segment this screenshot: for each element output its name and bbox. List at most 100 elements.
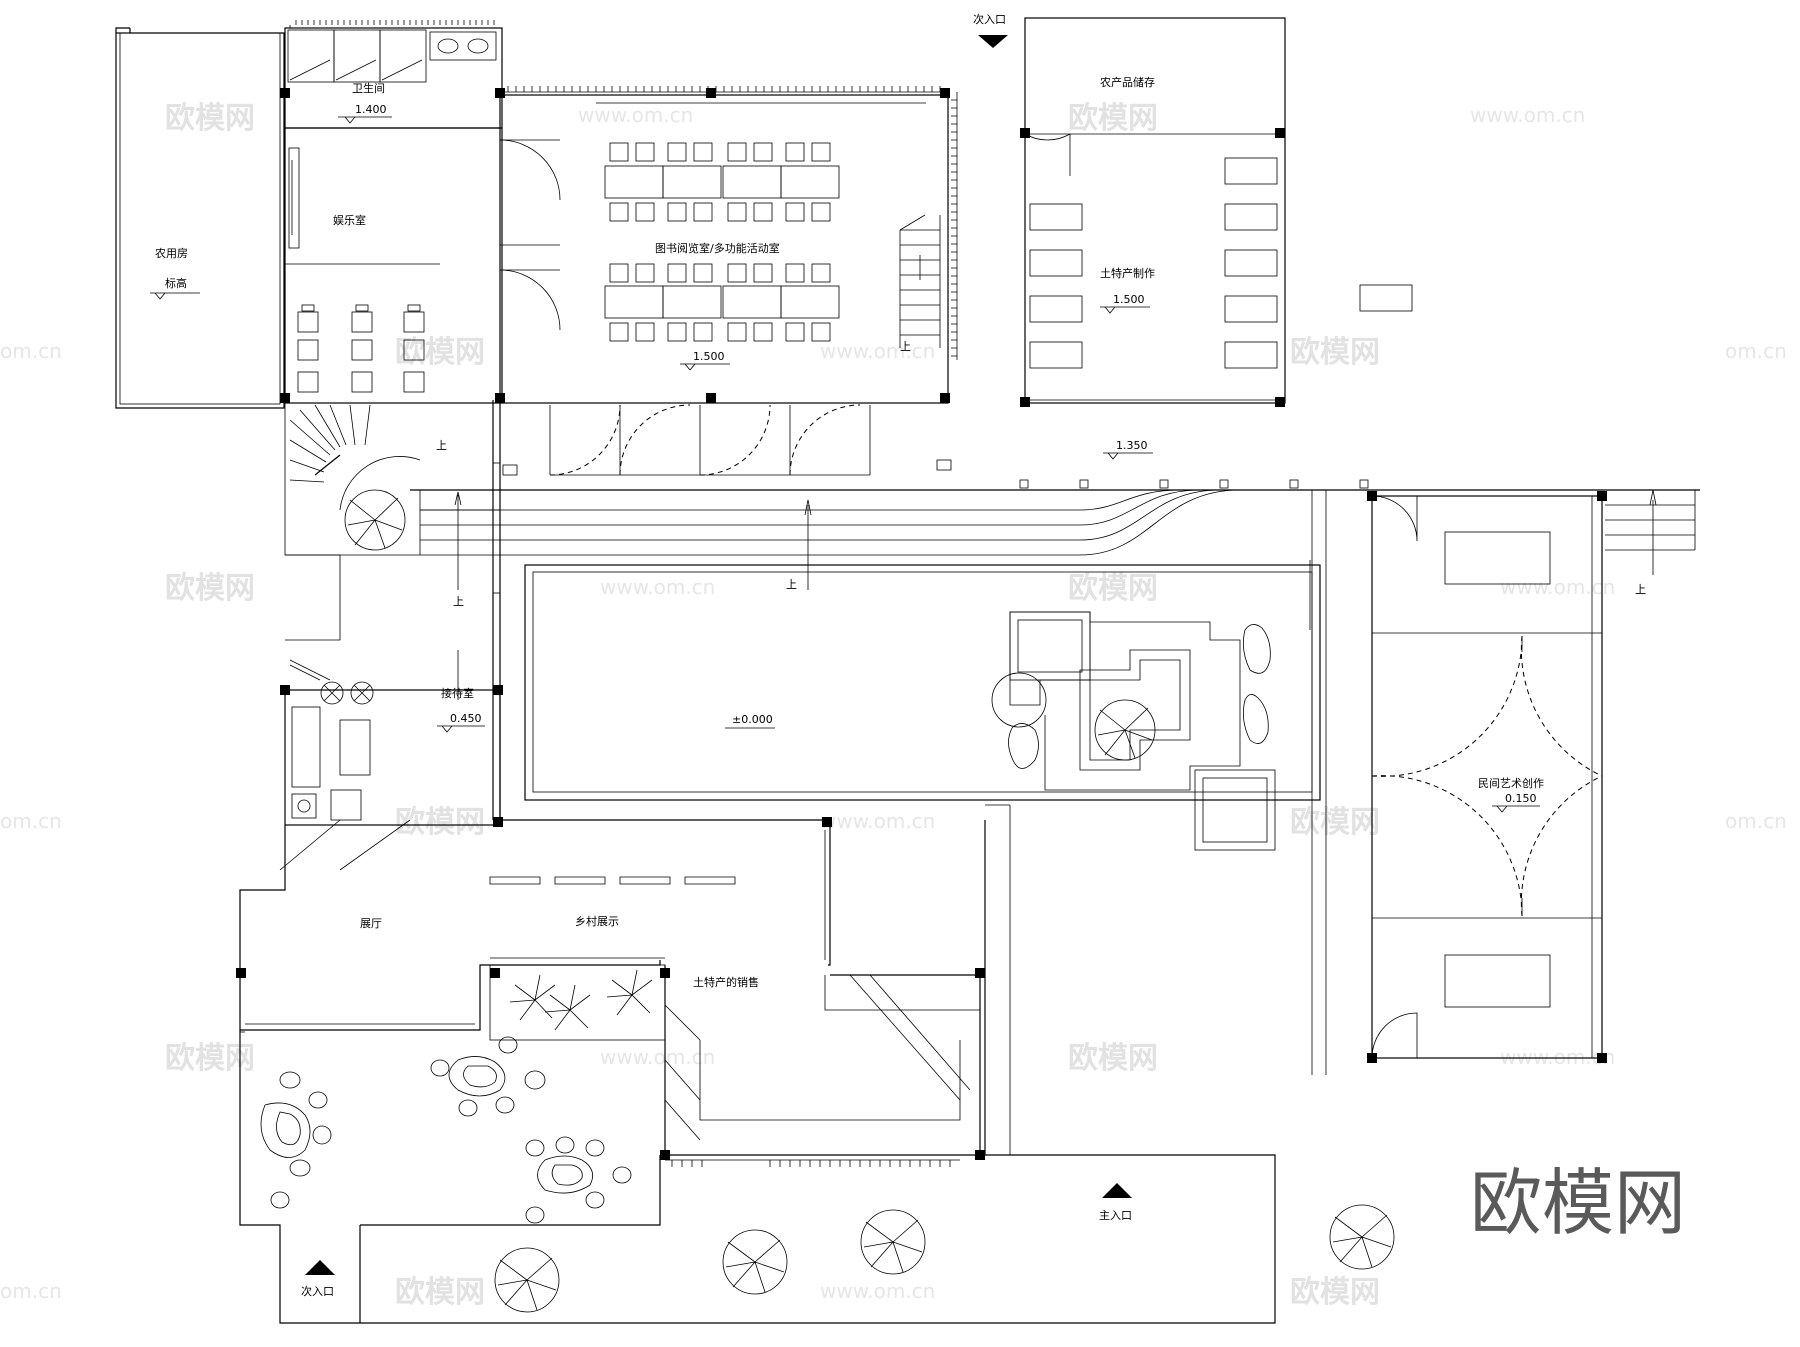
watermark-url: www.om.cn (578, 103, 693, 127)
entrance-label: 主入口 (1099, 1209, 1132, 1222)
tree-icon (722, 1229, 788, 1295)
stepping-stones (260, 1036, 632, 1224)
small-plant-icon (320, 681, 374, 705)
watermark-url: www.om.cn (600, 1045, 715, 1069)
level-value: 1.400 (355, 103, 387, 116)
garden-boundary (239, 804, 1276, 1324)
specialty-making-building (1024, 17, 1286, 404)
tree-icon (1329, 1204, 1395, 1270)
watermark-url: www.om.cn (820, 1279, 935, 1303)
level-triangle-icon (1103, 452, 1153, 460)
level-value: 0.450 (450, 712, 482, 725)
watermark-url-cut: om.cn (0, 809, 62, 833)
watermark-url-cut: om.cn (0, 339, 62, 363)
level-mark-library: 1.500 (680, 350, 730, 371)
level-value: 1.500 (693, 350, 725, 363)
room-label-produce-storage: 农产品储存 (1100, 75, 1155, 89)
room-label-specialty-sales: 土特产的销售 (693, 975, 759, 989)
stair-up-label: 上 (900, 340, 911, 353)
entertainment-room (284, 127, 503, 404)
watermark-url: www.om.cn (820, 339, 935, 363)
watermark-brand: 欧模网 (1068, 571, 1158, 606)
farm-room (115, 27, 285, 409)
entrance-label: 次入口 (973, 12, 1006, 26)
small-structure (1359, 284, 1413, 312)
wc-room (284, 20, 503, 129)
level-value: 1.350 (1116, 439, 1148, 452)
entrance-label: 次入口 (301, 1284, 334, 1298)
room-label-village-display: 乡村展示 (575, 914, 619, 928)
palm-icon (509, 969, 653, 1031)
level-triangle-icon (1492, 805, 1540, 813)
watermark-brand: 欧模网 (1290, 805, 1380, 840)
level-mark-specialty-making: 1.500 (1100, 293, 1150, 314)
level-triangle-icon (1100, 306, 1150, 314)
trees (320, 489, 1395, 1313)
level-mark-reception: 0.450 (437, 712, 485, 733)
watermark-layer: 欧模网 www.om.cn 欧模网 www.om.cn om.cn 欧模网 ww… (0, 101, 1787, 1310)
room-label-entertainment: 娱乐室 (333, 213, 366, 227)
watermark-url: www.om.cn (1500, 575, 1615, 599)
room-label-reception: 接待室 (441, 686, 474, 700)
library-tables-top (604, 142, 840, 222)
library-tables-bottom (604, 263, 840, 342)
watermark-brand: 欧模网 (395, 335, 485, 370)
level-triangle-icon (150, 292, 200, 300)
level-value: 0.150 (1505, 792, 1537, 805)
watermark-brand: 欧模网 (1068, 1041, 1158, 1076)
level-mark-walkway: 1.350 (1103, 439, 1153, 460)
stair-up-label: 上 (786, 578, 797, 591)
folk-art-building (1371, 495, 1603, 1059)
level-value: 1.500 (1113, 293, 1145, 306)
structural-columns (236, 88, 1607, 1160)
entrance-main: 主入口 (1099, 1183, 1132, 1222)
room-label-specialty-making: 土特产制作 (1100, 266, 1155, 280)
watermark-brand: 欧模网 (1290, 335, 1380, 370)
watermark-url-cut: om.cn (0, 1279, 62, 1303)
room-label-library: 图书阅览室/多功能活动室 (655, 241, 780, 255)
watermark-url-cut: om.cn (1725, 339, 1787, 363)
watermark-url: www.om.cn (600, 575, 715, 599)
stair-up-label: 上 (453, 595, 464, 608)
central-courtyard (524, 560, 1321, 851)
watermark-brand: 欧模网 (165, 1041, 255, 1076)
tree-icon (494, 1247, 560, 1313)
watermark-brand: 欧模网 (1068, 101, 1158, 136)
library-room (499, 86, 958, 476)
stair-up-label: 上 (1635, 583, 1646, 596)
watermark-url: www.om.cn (1470, 103, 1585, 127)
entrance-arrow-icon (305, 1260, 335, 1275)
level-mark-folk-art: 0.150 (1492, 792, 1540, 813)
tree-icon (860, 1209, 926, 1275)
watermark-brand: 欧模网 (395, 805, 485, 840)
entrance-arrow-icon (1102, 1183, 1132, 1198)
watermark-brand: 欧模网 (1290, 1275, 1380, 1310)
entrance-secondary-bottom: 次入口 (301, 1260, 335, 1298)
corner-brand-watermark: 欧模网 (1470, 1161, 1686, 1245)
watermark-brand: 欧模网 (165, 101, 255, 136)
watermark-url: www.om.cn (820, 809, 935, 833)
level-label-courtyard: ±0.000 (732, 713, 773, 726)
watermark-url: www.om.cn (1500, 1045, 1615, 1069)
level-triangle-icon (437, 725, 485, 733)
entrance-arrow-icon (978, 35, 1008, 48)
entrance-secondary-top: 次入口 (973, 12, 1008, 48)
elevation-mark-label: 标高 (165, 276, 187, 290)
room-label-wc: 卫生间 (352, 81, 385, 95)
watermark-url-cut: om.cn (1725, 809, 1787, 833)
watermark-brand: 欧模网 (165, 571, 255, 606)
stair-up-label: 上 (436, 439, 447, 452)
level-triangle-icon (338, 116, 392, 124)
watermark-brand: 欧模网 (395, 1275, 485, 1310)
tree-icon (1094, 699, 1156, 761)
reception-room (284, 689, 501, 826)
library-stair (899, 214, 941, 348)
spiral-stair (284, 400, 501, 820)
level-mark-wc: 1.400 (338, 103, 392, 124)
room-label-exhibition-hall: 展厅 (360, 917, 382, 930)
tree-icon (344, 489, 406, 551)
room-label-folk-art: 民间艺术创作 (1478, 777, 1544, 790)
level-triangle-icon (680, 363, 730, 371)
room-label-farm-room: 农用房 (155, 246, 188, 260)
